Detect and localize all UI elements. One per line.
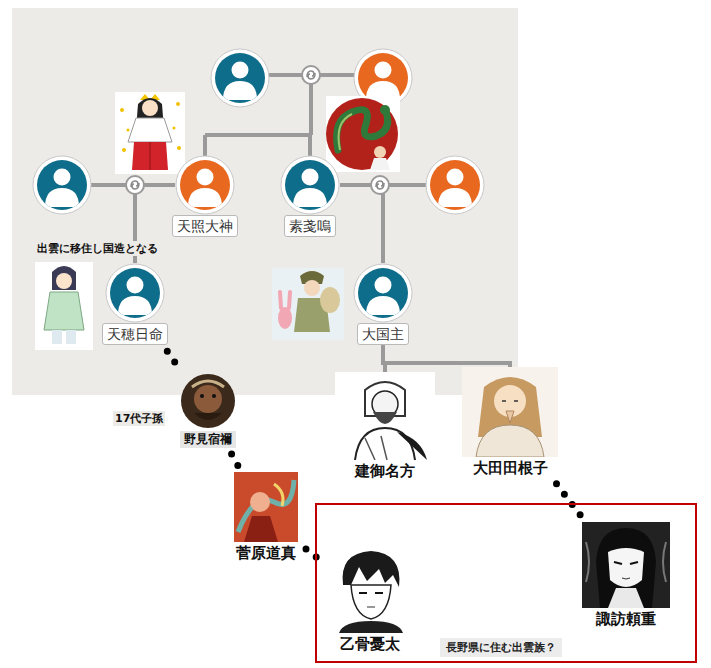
node-label: 大田田根子 — [460, 459, 560, 478]
note-label: 出雲に移住し国造となる — [35, 241, 160, 256]
person-icon — [105, 263, 165, 323]
portrait-picture — [180, 373, 236, 429]
family-line — [340, 185, 383, 263]
node-label: 建御名方 — [333, 462, 437, 481]
portrait-picture — [234, 472, 298, 542]
amenohohi-picture — [35, 262, 93, 350]
person-icon — [280, 155, 340, 215]
person-icons — [33, 49, 484, 214]
dotted-descent-line — [232, 454, 239, 466]
person-icon — [175, 155, 235, 215]
portrait-picture — [462, 367, 558, 457]
node-label: 天照大神 — [172, 215, 238, 237]
deity-node: 大国主 — [353, 263, 413, 345]
portrait-node: 建御名方 — [333, 372, 437, 481]
region-label: 長野県に住む出雲族？ — [440, 638, 562, 657]
portrait-node: 諏訪頼重 — [580, 522, 672, 629]
dotted-descent-line — [557, 484, 582, 516]
dotted-descent-line — [306, 549, 319, 559]
person-icon — [353, 263, 413, 323]
deity-node: 素戔嗚 — [280, 155, 340, 237]
portrait-node: 菅原道真 — [232, 472, 300, 563]
family-line — [383, 345, 510, 367]
amaterasu-picture — [115, 92, 185, 174]
portrait-picture — [327, 545, 413, 633]
portrait-picture — [335, 372, 435, 460]
deity-node: 天穂日命 — [100, 263, 170, 345]
portrait-node: 乙骨憂太 — [325, 545, 415, 654]
node-label: 素戔嗚 — [284, 215, 336, 237]
node-label: 天穂日命 — [102, 323, 168, 345]
portrait-node: 野見宿禰 — [178, 373, 238, 448]
portrait-picture — [582, 522, 670, 608]
node-label: 諏訪頼重 — [580, 610, 672, 629]
okuninushi-picture — [272, 268, 344, 340]
node-label: 野見宿禰 — [180, 431, 236, 448]
susanoo-dragon-picture — [326, 96, 400, 172]
note-label: 17代子孫 — [113, 411, 165, 426]
node-label: 大国主 — [357, 323, 409, 345]
dotted-descent-line — [167, 351, 178, 367]
node-label: 菅原道真 — [232, 544, 300, 563]
node-label: 乙骨憂太 — [325, 635, 415, 654]
deity-node: 天照大神 — [170, 155, 240, 237]
portrait-node: 大田田根子 — [460, 367, 560, 478]
region-box: 長野県に住む出雲族？ 乙骨憂太 諏訪頼重 — [315, 503, 697, 663]
